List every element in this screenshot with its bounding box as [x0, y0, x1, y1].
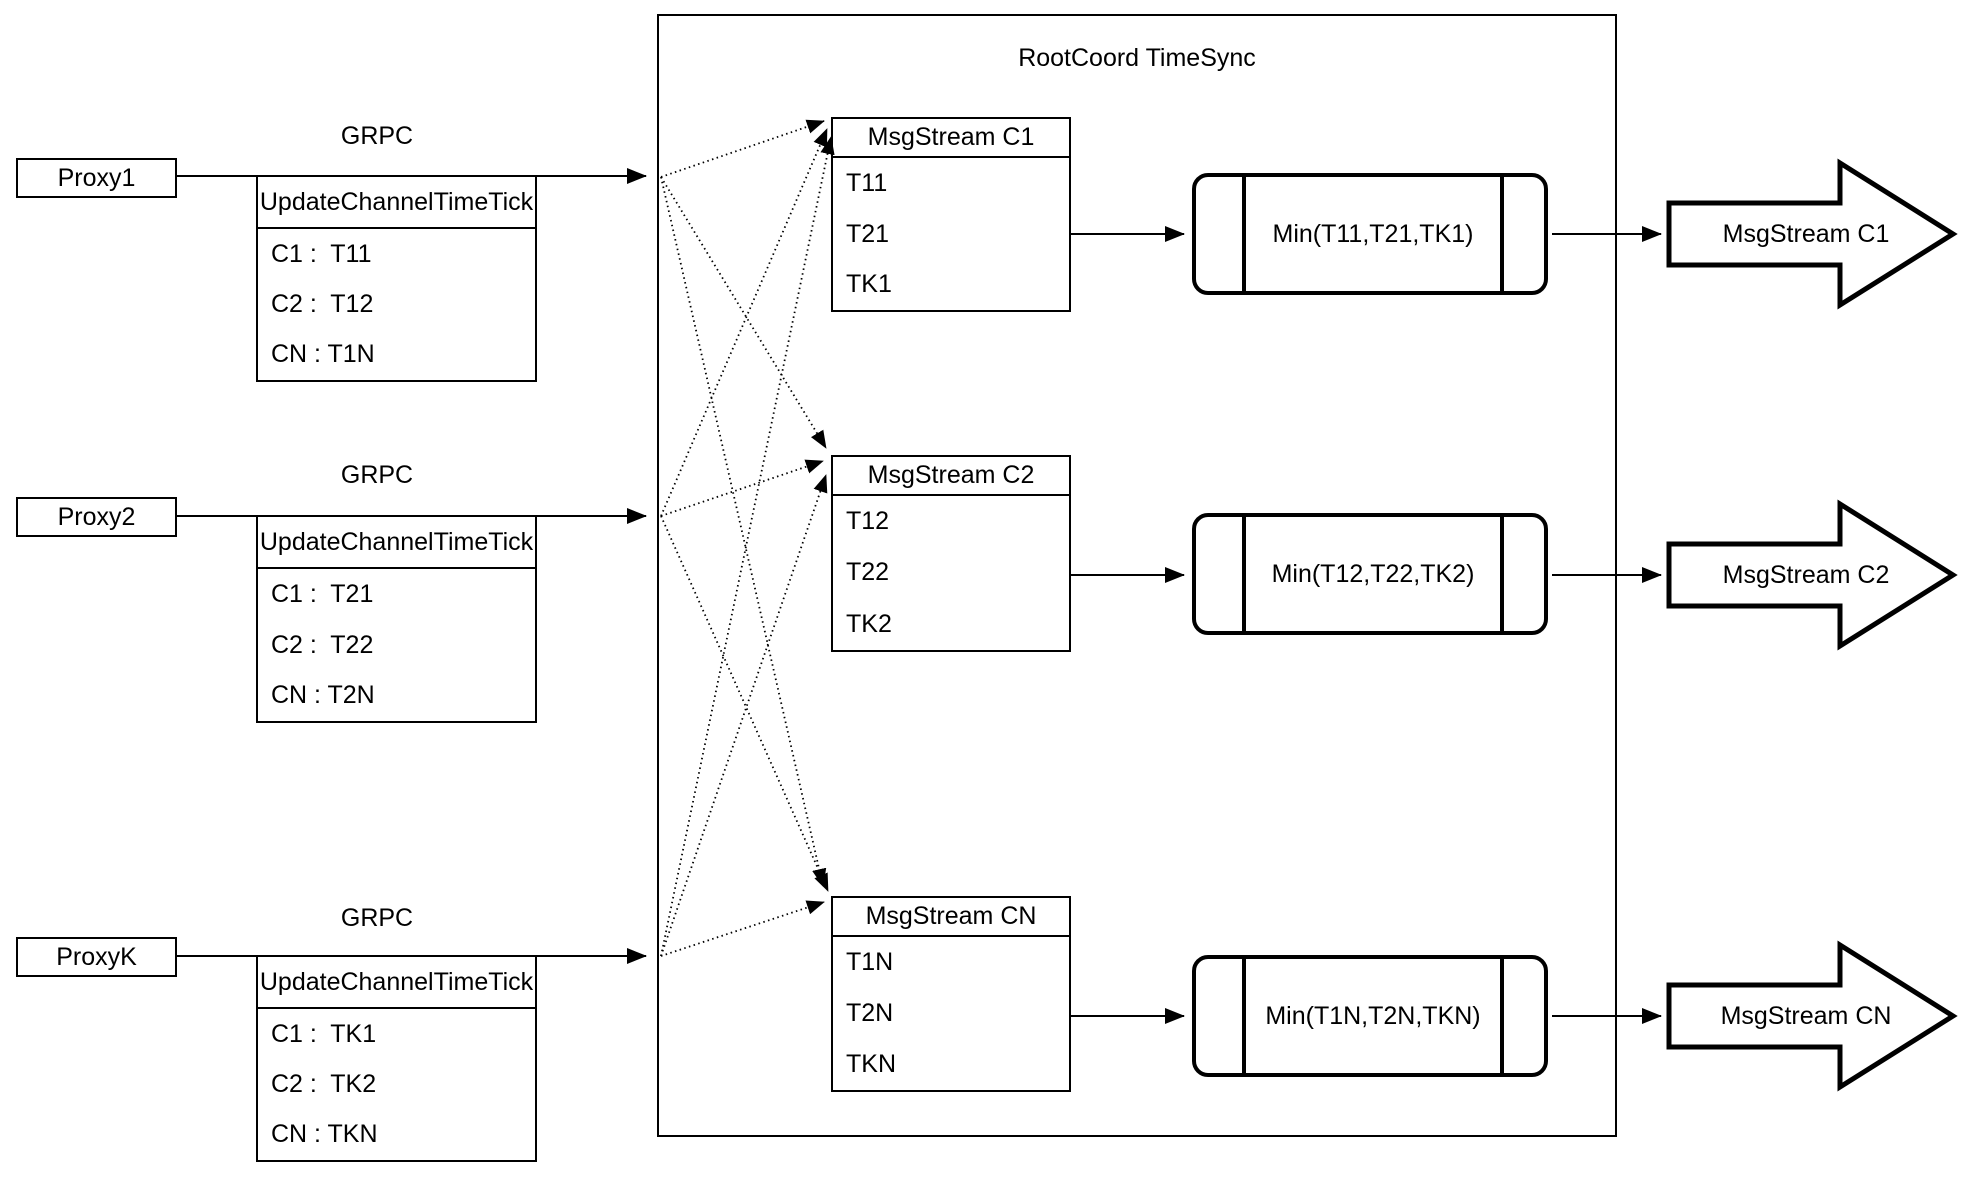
- table-row: CN : TKN: [271, 1120, 378, 1149]
- proxy-box: ProxyK: [16, 937, 177, 977]
- proxy-box: Proxy2: [16, 497, 177, 537]
- grpc-label: GRPC: [340, 904, 414, 932]
- grpc-label: GRPC: [340, 122, 414, 150]
- process-endcap: [1500, 517, 1544, 631]
- table-row: C1 : T11: [271, 239, 372, 268]
- update-timetick-table: UpdateChannelTimeTick C1 : TK1 C2 : TK2 …: [256, 955, 537, 1162]
- update-timetick-table: UpdateChannelTimeTick C1 : T11 C2 : T12 …: [256, 175, 537, 382]
- table-row: TK2: [846, 609, 892, 638]
- table-row: C2 : T12: [271, 289, 374, 318]
- table-row: TKN: [846, 1050, 896, 1078]
- table-header: UpdateChannelTimeTick: [258, 957, 535, 1009]
- table-header: MsgStream CN: [833, 898, 1069, 937]
- msgstream-table: MsgStream CN T1N T2N TKN: [831, 896, 1071, 1092]
- table-header: UpdateChannelTimeTick: [258, 517, 535, 569]
- table-row: T21: [846, 219, 890, 248]
- table-header: MsgStream C2: [833, 457, 1069, 496]
- process-endcap: [1500, 177, 1544, 291]
- min-process-box: Min(T11,T21,TK1): [1192, 173, 1548, 295]
- table-row: CN : T2N: [271, 681, 375, 710]
- rootcoord-title: RootCoord TimeSync: [1018, 44, 1256, 72]
- grpc-label: GRPC: [340, 461, 414, 489]
- min-label: Min(T1N,T2N,TKN): [1265, 1001, 1481, 1030]
- output-arrow-label: MsgStream C2: [1722, 560, 1890, 589]
- update-timetick-table: UpdateChannelTimeTick C1 : T21 C2 : T22 …: [256, 515, 537, 723]
- table-row: T11: [846, 168, 888, 197]
- process-endcap: [1196, 177, 1246, 291]
- msgstream-table: MsgStream C2 T12 T22 TK2: [831, 455, 1071, 652]
- table-row: C1 : TK1: [271, 1019, 377, 1048]
- proxy-label: Proxy1: [57, 163, 136, 192]
- min-label: Min(T11,T21,TK1): [1272, 219, 1474, 248]
- min-process-box: Min(T12,T22,TK2): [1192, 513, 1548, 635]
- process-endcap: [1500, 959, 1544, 1073]
- min-process-box: Min(T1N,T2N,TKN): [1192, 955, 1548, 1077]
- table-row: C2 : TK2: [271, 1069, 377, 1098]
- proxy-label: ProxyK: [56, 942, 137, 971]
- output-arrow-label: MsgStream CN: [1720, 1001, 1892, 1030]
- output-arrow-label: MsgStream C1: [1722, 219, 1890, 248]
- table-header: MsgStream C1: [833, 119, 1069, 158]
- msgstream-table: MsgStream C1 T11 T21 TK1: [831, 117, 1071, 312]
- table-row: T1N: [846, 948, 894, 976]
- process-endcap: [1196, 959, 1246, 1073]
- proxy-box: Proxy1: [16, 158, 177, 198]
- table-row: C2 : T22: [271, 630, 374, 659]
- table-row: T2N: [846, 999, 894, 1027]
- min-label: Min(T12,T22,TK2): [1271, 559, 1475, 588]
- table-row: TK1: [846, 270, 892, 299]
- table-header: UpdateChannelTimeTick: [258, 177, 535, 229]
- table-row: T22: [846, 558, 890, 587]
- proxy-label: Proxy2: [57, 502, 136, 531]
- process-endcap: [1196, 517, 1246, 631]
- table-row: T12: [846, 507, 890, 536]
- table-row: C1 : T21: [271, 579, 374, 608]
- table-row: CN : T1N: [271, 340, 375, 369]
